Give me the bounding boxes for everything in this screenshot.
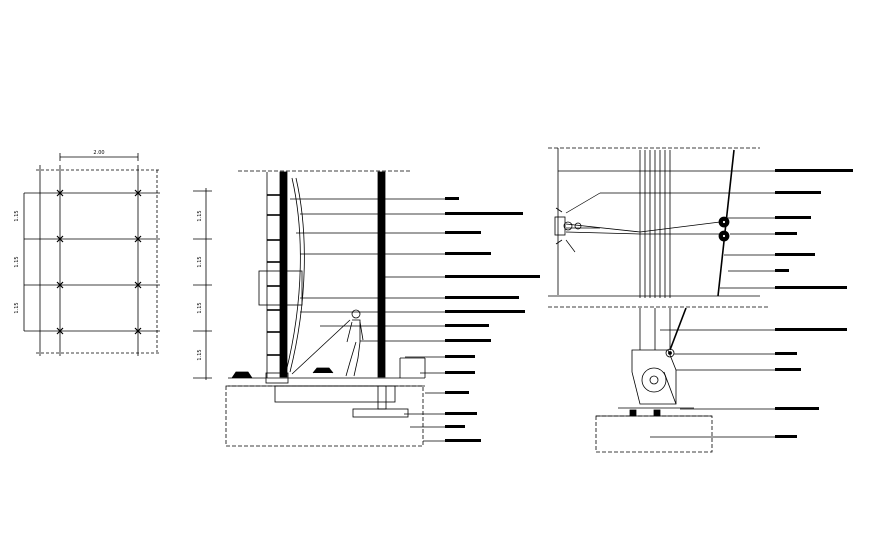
grid-elevation: 2.00 1.15 1.15 1.15 bbox=[14, 150, 160, 356]
section-dimension-chain: 1.15 1.15 1.15 1.15 bbox=[193, 188, 212, 380]
section-label-bars bbox=[445, 197, 540, 442]
detail-frame bbox=[548, 147, 770, 308]
detail-base bbox=[595, 307, 713, 453]
truss-bracket-ticks bbox=[267, 194, 280, 356]
section-height-dimension-3: 1.15 bbox=[197, 302, 203, 313]
section-height-dimension-2: 1.15 bbox=[197, 256, 203, 267]
grid-row-dimension-1: 1.15 bbox=[14, 210, 20, 221]
spider-fitting-left bbox=[554, 207, 582, 245]
section-structure bbox=[225, 170, 426, 447]
detail-label-bars bbox=[775, 169, 853, 438]
grid-width-dimension: 2.00 bbox=[93, 150, 104, 156]
spider-fitting-right bbox=[718, 216, 730, 242]
grid-spider-fittings bbox=[56, 189, 142, 335]
section-height-dimension-4: 1.15 bbox=[197, 349, 203, 360]
section-leader-lines bbox=[290, 198, 445, 442]
section-height-dimension-1: 1.15 bbox=[197, 210, 203, 221]
grid-row-dimension-2: 1.15 bbox=[14, 256, 20, 267]
detail-leader-lines bbox=[558, 170, 775, 438]
grid-row-dimension-3: 1.15 bbox=[14, 302, 20, 313]
human-figure bbox=[345, 309, 364, 377]
